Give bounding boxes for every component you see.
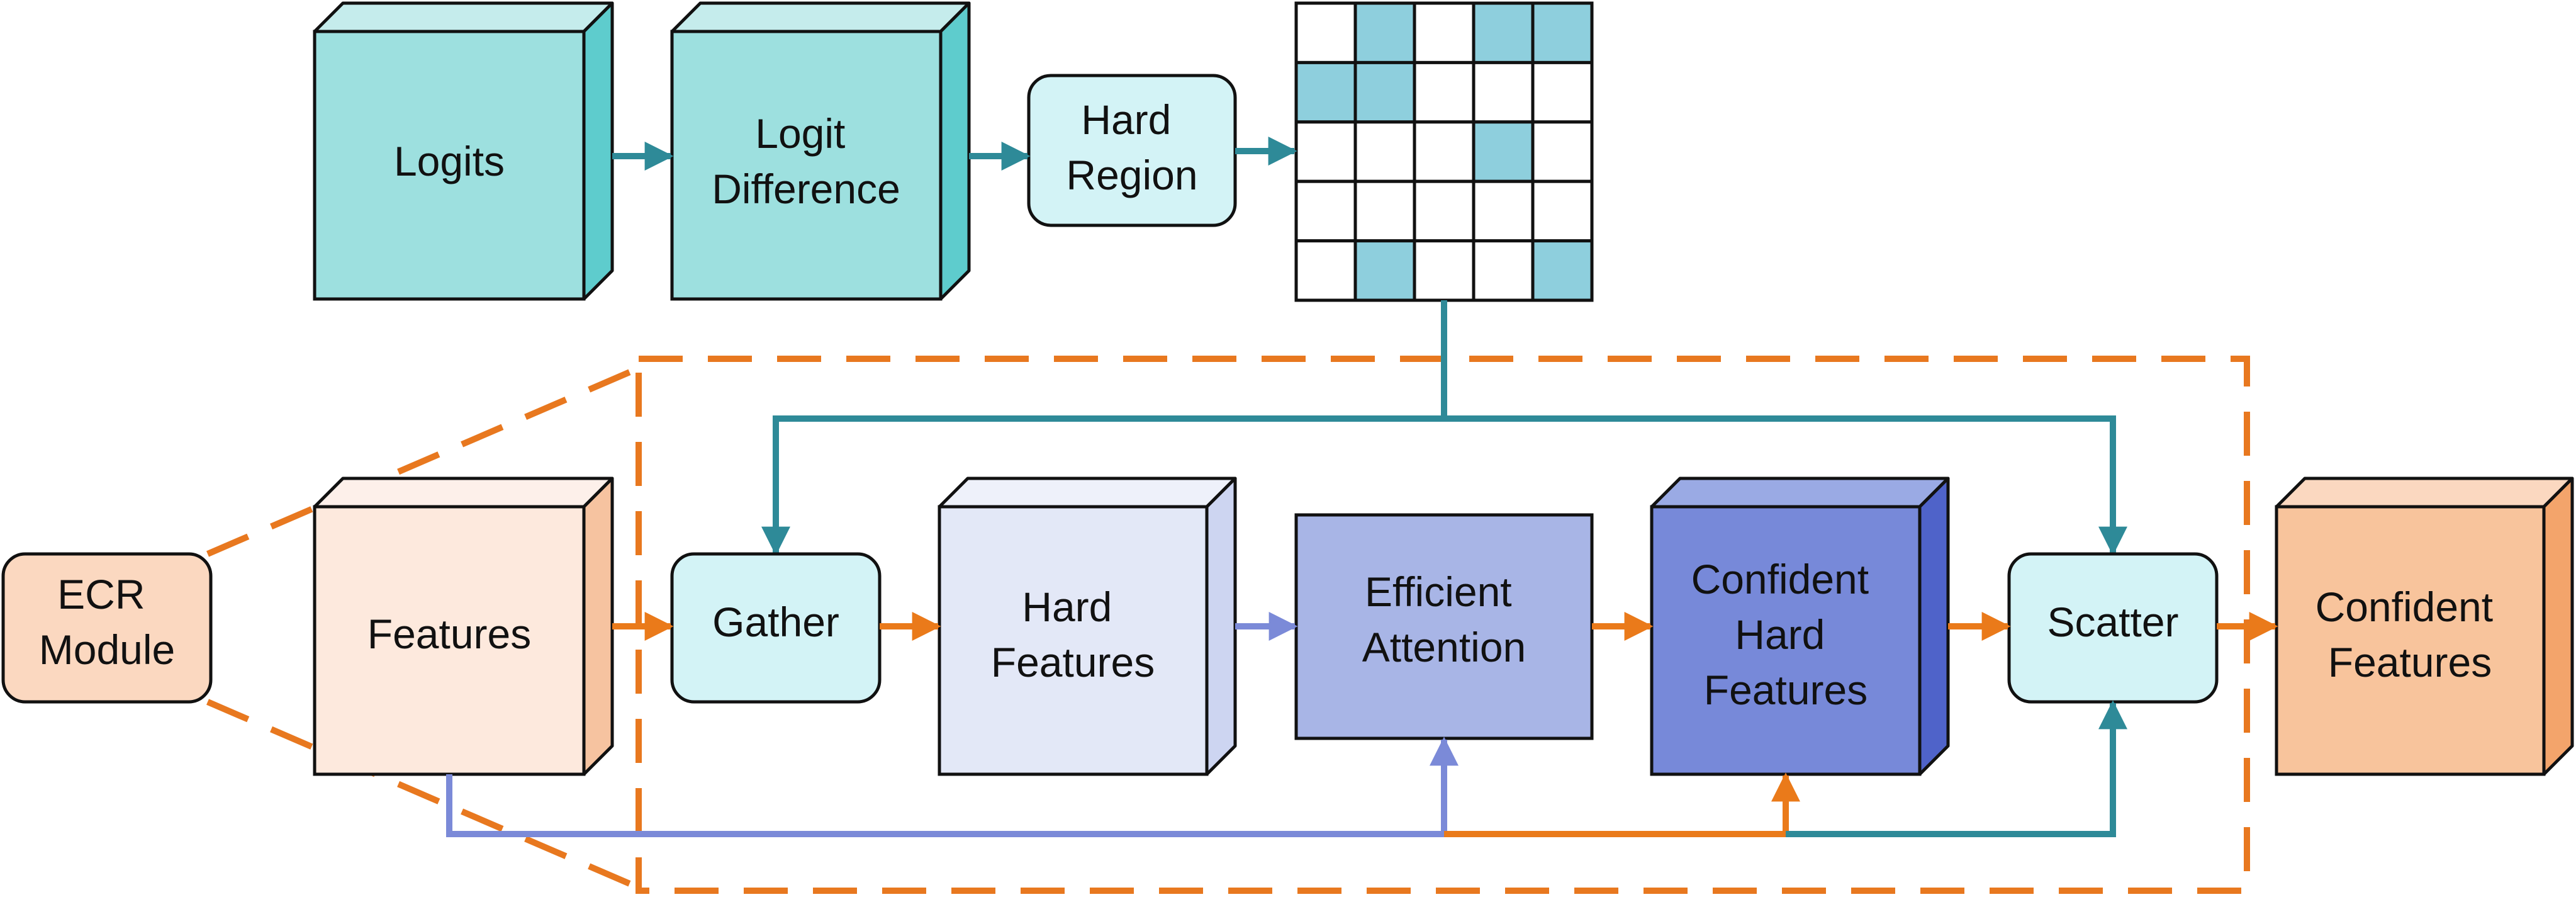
- grid-cell: [1294, 1, 1357, 64]
- ecr-module-box: [1, 552, 213, 704]
- scatter-block: Scatter: [2007, 552, 2219, 704]
- logit-difference-front-face: [670, 30, 943, 301]
- logits-block: Logits: [313, 1, 614, 301]
- grid-cell: [1413, 179, 1476, 243]
- confident-features-side-face: [2542, 477, 2574, 776]
- logits-label: Logits: [394, 138, 505, 184]
- grid-cell: [1294, 179, 1357, 243]
- features-label: Features: [367, 611, 531, 657]
- grid-cell-hard: [1472, 120, 1535, 183]
- ecr-module-label: ECR Module: [39, 571, 175, 673]
- grid-cell: [1413, 1, 1476, 64]
- grid-cell: [1413, 239, 1476, 302]
- grid-cell: [1294, 239, 1357, 302]
- features-block: Features: [313, 477, 614, 776]
- gather-label: Gather: [712, 599, 839, 645]
- gather-block: Gather: [670, 552, 882, 704]
- confident-features-block: Confident Features: [2275, 477, 2574, 776]
- ecr-module-block: ECR Module: [1, 552, 213, 704]
- confident-hard-features-front-face: [1650, 505, 1922, 776]
- purple-skip-to-attention: [446, 736, 1459, 837]
- logits-front-face: [313, 30, 586, 301]
- teal-arrow-to-gather: [761, 415, 1444, 556]
- grid-cell: [1413, 120, 1476, 183]
- grid-cell: [1413, 60, 1476, 124]
- teal-skip-to-scatter: [1786, 700, 2127, 837]
- hard-region-block: Hard Region: [1027, 74, 1237, 227]
- grid-cell: [1353, 120, 1416, 183]
- hard-features-front-face: [938, 505, 1209, 776]
- logit-difference-label: Logit Difference: [712, 110, 900, 212]
- confident-features-front-face: [2275, 505, 2546, 776]
- logits-top-face: [313, 1, 614, 33]
- hard-features-block: Hard Features: [938, 477, 1237, 776]
- zoom-line-top: [206, 365, 640, 557]
- confident-hard-features-block: Confident Hard Features: [1650, 477, 1950, 776]
- grid-cell-hard: [1353, 60, 1416, 124]
- efficient-attention-block: Efficient Attention: [1294, 513, 1594, 740]
- teal-arrow-to-scatter: [1444, 415, 2127, 556]
- grid-cell-hard: [1353, 1, 1416, 64]
- grid-cell-hard: [1531, 1, 1594, 64]
- grid-cell: [1294, 120, 1357, 183]
- confident-hard-features-side-face: [1918, 477, 1950, 776]
- hard-features-top-face: [938, 477, 1237, 509]
- grid-cell-hard: [1531, 239, 1594, 302]
- grid-cell: [1472, 239, 1535, 302]
- efficient-attention-label: Efficient Attention: [1362, 568, 1526, 670]
- logit-difference-top-face: [670, 1, 971, 33]
- scatter-label: Scatter: [2047, 599, 2178, 645]
- features-front-face: [313, 505, 586, 776]
- logit-difference-block: Logit Difference: [670, 1, 971, 301]
- grid-cell-hard: [1353, 239, 1416, 302]
- efficient-attention-box: [1294, 513, 1594, 740]
- grid-cell: [1531, 120, 1594, 183]
- grid-cell-hard: [1472, 1, 1535, 64]
- confident-hard-features-label: Confident Hard Features: [1691, 556, 1881, 713]
- features-top-face: [313, 477, 614, 509]
- confident-features-top-face: [2275, 477, 2574, 509]
- grid-cell: [1353, 179, 1416, 243]
- hard-features-side-face: [1205, 477, 1237, 776]
- grid-cell: [1472, 179, 1535, 243]
- logit-difference-side-face: [939, 1, 971, 301]
- hard-region-grid: [1294, 1, 1594, 302]
- confident-hard-features-top-face: [1650, 477, 1950, 509]
- grid-cell: [1531, 60, 1594, 124]
- grid-cell: [1472, 60, 1535, 124]
- confident-features-label: Confident Features: [2316, 584, 2505, 685]
- hard-features-label: Hard Features: [991, 584, 1155, 685]
- features-side-face: [582, 477, 614, 776]
- logits-side-face: [582, 1, 614, 301]
- hard-region-label: Hard Region: [1066, 96, 1197, 198]
- grid-cell-hard: [1294, 60, 1357, 124]
- orange-skip-to-confident-hard: [1444, 772, 1800, 837]
- zoom-line-bottom: [206, 699, 640, 891]
- grid-cell: [1531, 179, 1594, 243]
